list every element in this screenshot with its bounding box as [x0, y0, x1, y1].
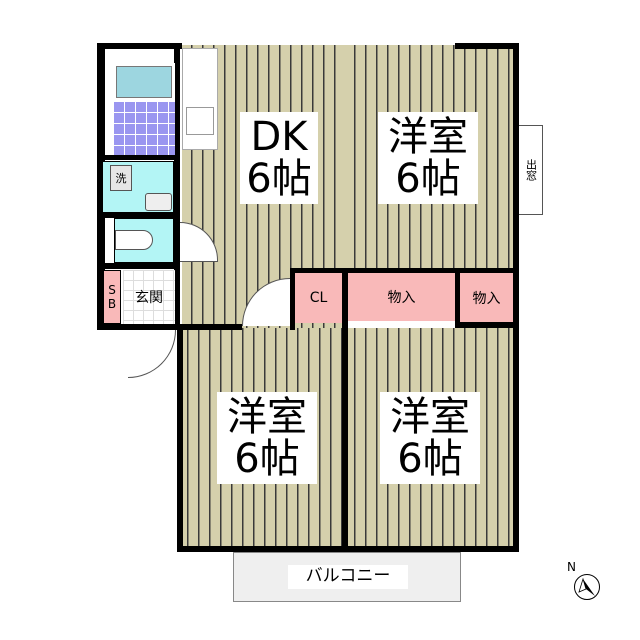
wall	[290, 268, 295, 330]
bath-floor-tiles	[113, 101, 175, 155]
entrance-label: 玄関	[123, 270, 175, 324]
wall	[97, 324, 242, 330]
washer-icon: 洗	[110, 165, 132, 191]
wall	[455, 322, 519, 328]
wall	[455, 268, 460, 328]
room-name: 洋室	[390, 394, 470, 440]
north-compass	[574, 574, 600, 600]
shoebox: SB	[103, 270, 121, 324]
sink-icon	[145, 193, 172, 211]
entrance-door[interactable]	[128, 330, 176, 378]
room-name: 洋室	[388, 114, 468, 160]
wall	[105, 212, 180, 218]
wall	[97, 43, 105, 330]
wall	[342, 268, 348, 328]
closet[interactable]: CL	[295, 273, 342, 323]
wall	[290, 268, 518, 273]
storage-2[interactable]: 物入	[460, 273, 513, 323]
wall	[455, 43, 519, 49]
room-size: 6帖	[397, 436, 463, 482]
wall	[105, 263, 180, 269]
room-size: 6帖	[246, 156, 312, 202]
wall	[513, 43, 519, 552]
room-name: 洋室	[227, 394, 307, 440]
kitchen-counter	[182, 48, 218, 150]
compass-arrow-icon	[578, 577, 595, 596]
wall	[177, 324, 183, 552]
storage-1[interactable]: 物入	[348, 273, 455, 321]
room-name: DK	[250, 114, 308, 160]
wall	[177, 546, 519, 552]
wall	[105, 155, 175, 160]
room-size: 6帖	[234, 436, 300, 482]
bay-window: 出窓	[519, 125, 543, 215]
bathtub	[113, 63, 175, 101]
kitchen-sink	[186, 107, 214, 135]
wall	[174, 45, 180, 330]
wall	[97, 43, 182, 49]
toilet-icon	[115, 230, 153, 250]
compass-label: N	[567, 560, 576, 574]
wall	[342, 325, 348, 550]
balcony-label: バルコニー	[288, 565, 408, 589]
room-size: 6帖	[395, 156, 461, 202]
